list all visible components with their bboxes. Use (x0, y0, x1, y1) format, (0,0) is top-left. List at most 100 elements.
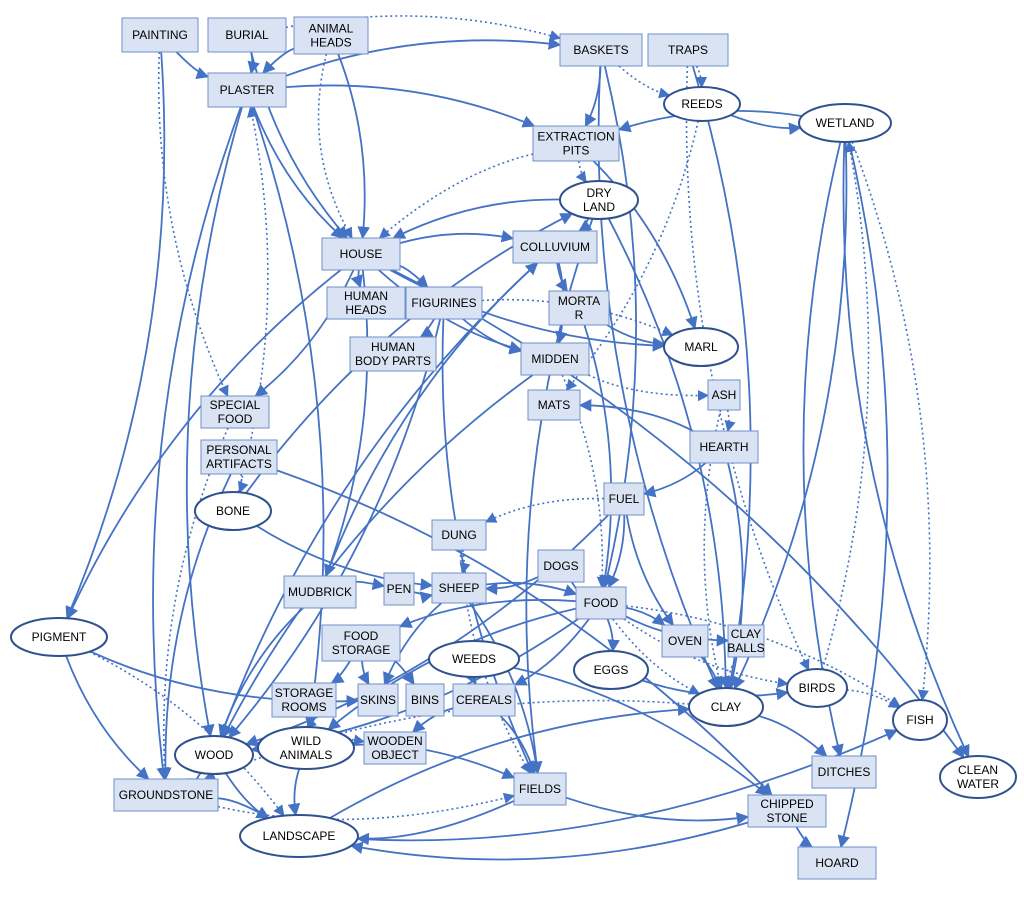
edge-weeds-to-chipped-stone (513, 666, 769, 796)
edge-plaster-to-house (252, 106, 344, 239)
node-dry-land-shape (559, 180, 639, 220)
node-dung-shape (431, 519, 487, 551)
node-house: HOUSE (321, 237, 401, 271)
node-wood-label: WOOD (195, 748, 234, 762)
node-figurines: FIGURINES (405, 286, 483, 320)
node-wooden-object-label: OBJECT (371, 748, 419, 762)
edge-pigment-to-groundstone (65, 655, 150, 780)
node-eggs-shape (573, 650, 649, 690)
edge-extraction-pits-to-house (378, 153, 534, 239)
edge-food-storage-to-skins (357, 660, 370, 686)
edge-plaster-to-wild-animals (251, 106, 325, 729)
edge-animal-heads-to-house (317, 53, 353, 239)
node-animal-heads-label: ANIMAL (309, 22, 354, 36)
node-chipped-stone-shape (747, 794, 827, 828)
node-mats-shape (527, 389, 581, 421)
edge-fields-to-landscape (356, 800, 515, 846)
node-clay-shape (688, 687, 764, 727)
node-burial-label: BURIAL (225, 28, 269, 42)
node-animal-heads-shape (293, 16, 369, 55)
node-fuel: FUEL (603, 482, 645, 516)
node-fish-label: FISH (906, 713, 933, 727)
edge-wild-animals-to-landscape (287, 768, 301, 817)
edge-animal-heads-to-house (337, 53, 370, 240)
node-reeds-shape (663, 86, 741, 122)
node-colluvium-label: COLLUVIUM (520, 240, 590, 254)
node-pen-label: PEN (387, 582, 412, 596)
node-hoard-shape (797, 846, 877, 880)
node-marl-label: MARL (684, 340, 718, 354)
node-burial: BURIAL (207, 17, 287, 53)
node-pigment-label: PIGMENT (32, 630, 87, 644)
node-ditches: DITCHES (811, 755, 877, 789)
node-mortar-label: MORTA (558, 294, 600, 308)
node-fish-shape (892, 699, 948, 741)
node-birds-label: BIRDS (799, 681, 836, 695)
edge-mortar-to-food (583, 324, 613, 589)
edge-personal-artifacts-to-bone (237, 473, 249, 494)
node-bins-shape (405, 683, 445, 717)
edge-landscape-to-clay (329, 703, 691, 819)
edge-house-to-clean-water (392, 269, 965, 759)
node-mudbrick-label: MUDBRICK (288, 585, 352, 599)
node-wetland-shape (798, 103, 892, 143)
node-extraction-pits-label: EXTRACTION (537, 130, 614, 144)
node-hoard-label: HOARD (815, 856, 859, 870)
edge-hearth-to-mats (578, 398, 694, 432)
node-dry-land-label: DRY (586, 186, 611, 200)
node-skins-label: SKINS (360, 693, 396, 707)
node-human-heads-shape (326, 286, 406, 320)
node-ash: ASH (707, 379, 741, 411)
edge-plaster-to-groundstone (152, 106, 242, 781)
node-oven-shape (661, 624, 709, 658)
node-food-label: FOOD (584, 596, 619, 610)
edge-dry-land-to-house (392, 198, 561, 239)
node-plaster: PLASTER (207, 72, 287, 108)
edge-reeds-to-wetland (730, 114, 802, 136)
node-hearth-shape (689, 430, 759, 464)
node-mortar-shape (548, 290, 610, 326)
node-wood: WOOD (174, 735, 254, 775)
node-groundstone: GROUNDSTONE (113, 778, 219, 812)
node-colluvium: COLLUVIUM (512, 230, 598, 264)
node-landscape-shape (239, 814, 359, 858)
node-skins: SKINS (357, 683, 399, 717)
edge-food-to-eggs (606, 618, 620, 653)
node-storage-rooms-label: STORAGE (275, 686, 333, 700)
node-pen: PEN (383, 572, 415, 606)
node-food-shape (575, 586, 627, 620)
node-eggs: EGGS (573, 650, 649, 690)
node-animal-heads-label: HEADS (310, 36, 351, 50)
edge-birds-to-fish (846, 689, 900, 709)
edge-food-to-food-storage (398, 599, 577, 628)
node-wooden-object-shape (363, 731, 427, 765)
edge-groundstone-to-fields (217, 792, 516, 821)
node-special-food-label: FOOD (218, 412, 253, 426)
edge-food-to-clay (612, 618, 701, 695)
edge-pigment-to-landscape (88, 651, 285, 817)
edge-dry-land-to-colluvium (578, 217, 593, 232)
node-fields-shape (513, 772, 567, 806)
node-painting: PAINTING (121, 17, 199, 53)
node-ditches-shape (811, 755, 877, 789)
node-mortar-label: R (575, 308, 584, 322)
edge-wood-to-landscape (224, 772, 270, 819)
edge-plaster-to-extraction-pits (285, 84, 536, 128)
node-pigment: PIGMENT (10, 617, 108, 657)
node-special-food-label: SPECIAL (210, 398, 261, 412)
node-cereals-shape (452, 683, 516, 717)
edge-house-to-pigment (66, 269, 342, 620)
node-wetland: WETLAND (798, 103, 892, 143)
node-chipped-stone-label: STONE (766, 811, 807, 825)
node-sheep-label: SHEEP (439, 581, 480, 595)
node-dry-land-label: LAND (583, 200, 615, 214)
edge-animal-heads-to-plaster (262, 47, 295, 74)
node-clean-water-shape (939, 755, 1017, 799)
